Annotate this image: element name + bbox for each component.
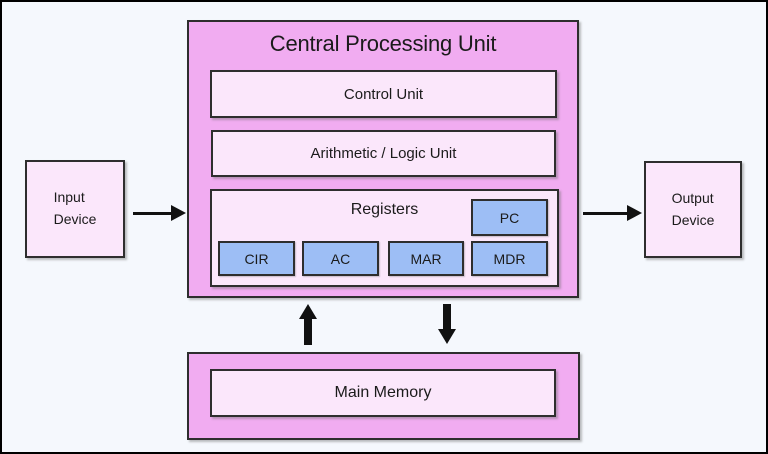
memory-to-cpu-arrow [304,317,312,345]
cpu-to-memory-arrow [443,304,451,332]
input-device-line1: Input [53,189,85,206]
register-mar: MAR [388,241,464,276]
main-memory-box: Main Memory [187,352,580,440]
output-device-label: Output Device [672,188,715,231]
register-cir-label: CIR [244,250,269,267]
cpu-box: Central Processing Unit Control Unit Ari… [187,20,579,298]
alu-label: Arithmetic / Logic Unit [310,145,457,162]
alu-box: Arithmetic / Logic Unit [211,130,556,177]
register-ac-label: AC [330,250,351,267]
register-mdr-label: MDR [493,250,526,267]
input-to-cpu-arrow [133,212,172,215]
registers-box: Registers PC CIR AC MAR MDR [210,189,559,287]
input-to-cpu-arrowhead-icon [171,205,186,221]
register-mar-label: MAR [410,250,442,267]
memory-to-cpu-arrowhead-icon [299,304,317,319]
input-device-box: Input Device [25,160,125,258]
register-pc-label: PC [499,209,520,226]
output-device-box: Output Device [644,161,742,258]
control-unit-label: Control Unit [343,85,424,103]
output-device-line1: Output [671,189,714,206]
main-memory-label: Main Memory [334,384,432,401]
input-device-label: Input Device [54,187,97,230]
register-pc: PC [471,199,548,236]
control-unit-box: Control Unit [210,70,557,118]
register-ac: AC [302,241,379,276]
cpu-to-memory-arrowhead-icon [438,329,456,344]
cpu-title: Central Processing Unit [269,31,497,56]
register-cir: CIR [218,241,295,276]
cpu-to-output-arrow [583,212,628,215]
registers-label: Registers [350,201,419,218]
cpu-to-output-arrowhead-icon [627,205,642,221]
main-memory-inner-box: Main Memory [210,369,556,417]
input-device-line2: Device [53,211,97,227]
output-device-line2: Device [671,211,715,228]
register-mdr: MDR [471,241,548,276]
